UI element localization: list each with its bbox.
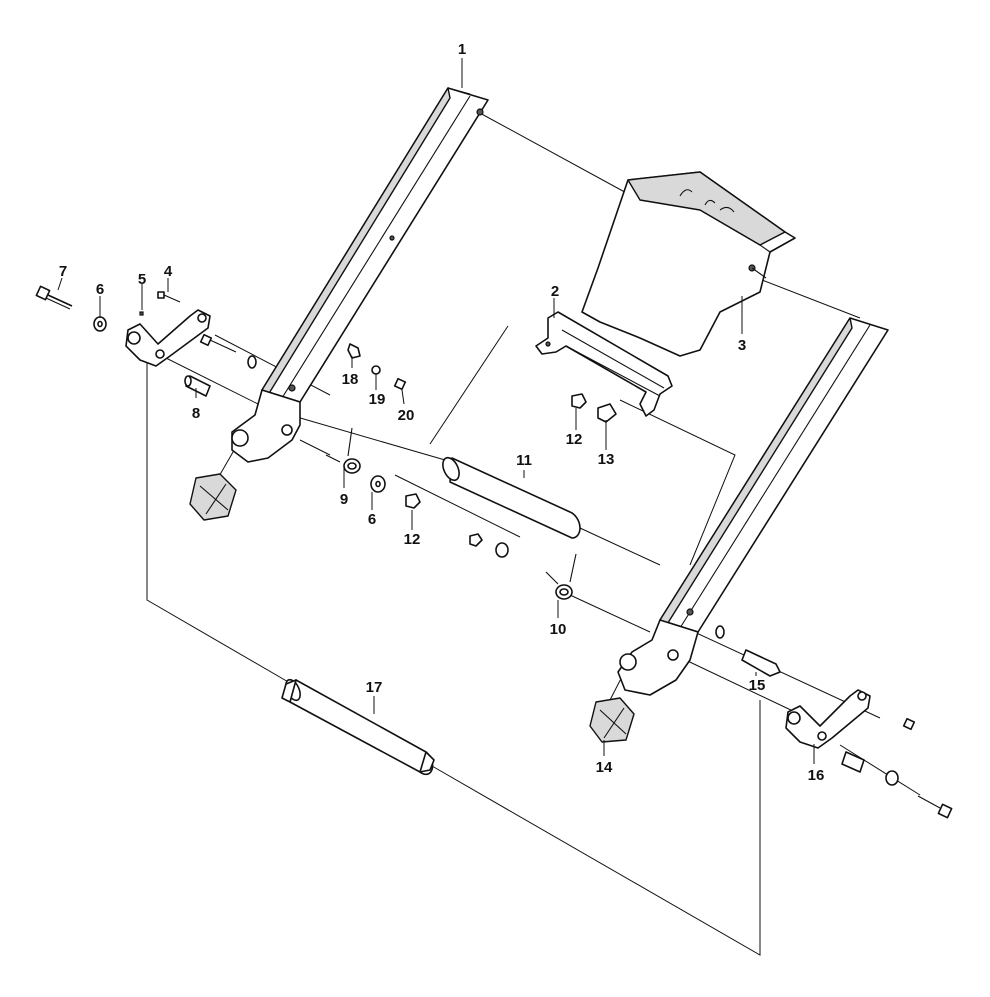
callout-4: 4 [164,263,173,280]
callout-12-center: 12 [404,531,421,548]
lower-rod [281,678,435,776]
assembly-lines [129,111,921,956]
callout-15: 15 [749,677,766,694]
callout-6-center: 6 [368,511,376,528]
callout-11: 11 [516,452,532,469]
callout-17: 17 [366,679,383,696]
frame-tube-right [617,317,889,696]
callout-9: 9 [340,491,348,508]
lever-right [785,689,871,749]
callout-3: 3 [738,337,746,354]
callout-18: 18 [342,371,359,388]
callout-2: 2 [551,283,559,300]
latch-bracket [535,311,673,417]
callout-1: 1 [458,41,466,58]
callout-19: 19 [369,391,386,408]
hardware [35,285,953,819]
control-cover [581,171,796,357]
callout-13: 13 [598,451,615,468]
callout-8: 8 [192,405,200,422]
callout-16: 16 [808,767,825,784]
callout-14: 14 [596,759,613,776]
callout-12-right: 12 [566,431,583,448]
lever-left [125,309,211,367]
bumper-right [589,697,635,743]
frame-tube-left [231,87,489,463]
spring-left [325,427,361,474]
spring-right [545,553,577,600]
bumper-left [189,473,237,521]
callout-leaders [57,58,815,764]
callout-6-left: 6 [96,281,104,298]
roller-tube [442,456,581,539]
callout-labels: 1 2 3 4 5 6 6 7 8 9 10 11 12 12 13 14 15… [59,41,825,784]
callout-5: 5 [138,271,146,288]
callout-7: 7 [59,263,67,280]
callout-10: 10 [550,621,567,638]
callout-20: 20 [398,407,415,424]
